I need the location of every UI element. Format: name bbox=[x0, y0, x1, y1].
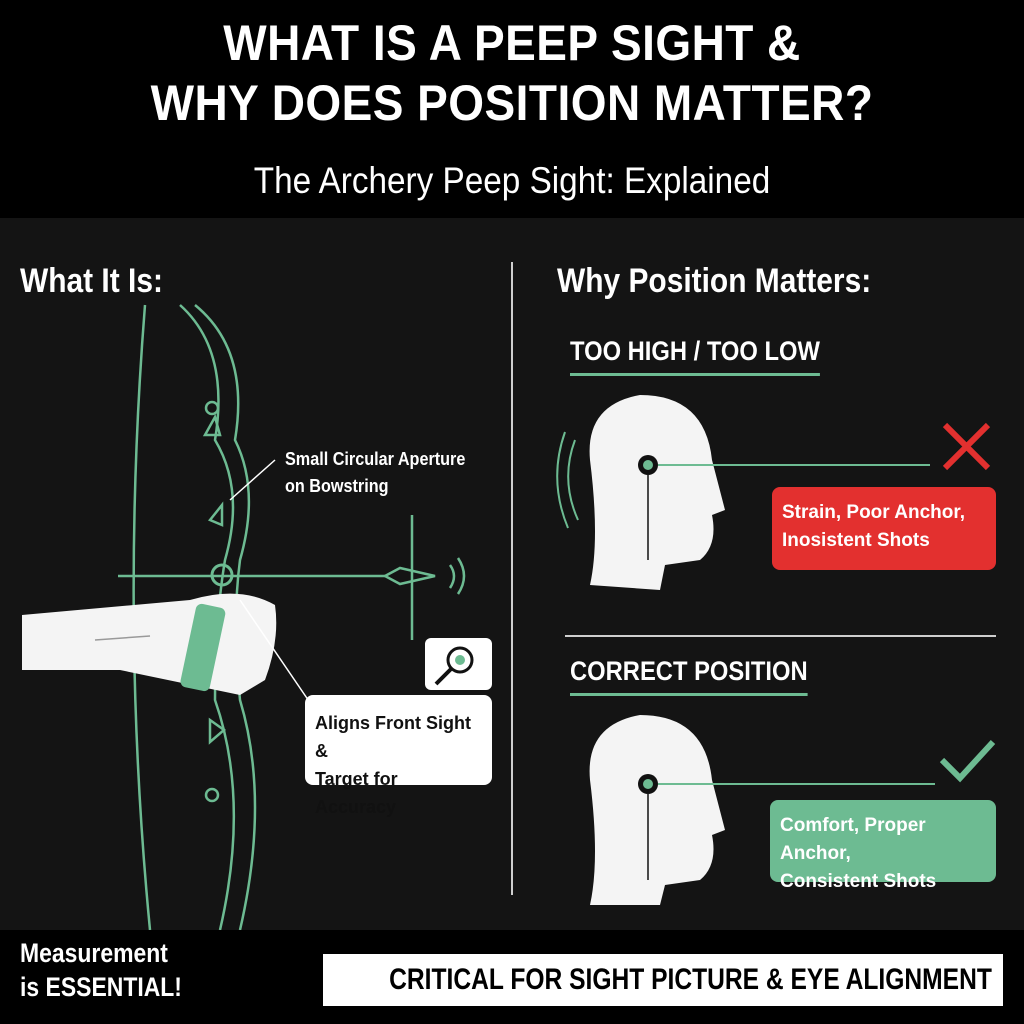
x-icon bbox=[942, 422, 991, 471]
align-leader-line bbox=[239, 599, 316, 711]
left-heading: What It Is: bbox=[20, 262, 163, 300]
aperture-callout: Small Circular Aperture on Bowstring bbox=[285, 446, 465, 500]
title-line-2: WHY DOES POSITION MATTER? bbox=[150, 75, 874, 131]
good-result-box: Comfort, Proper Anchor, Consistent Shots bbox=[770, 800, 996, 892]
too-high-low-label: TOO HIGH / TOO LOW bbox=[570, 336, 820, 376]
head-too-high-icon bbox=[556, 395, 930, 590]
right-heading: Why Position Matters: bbox=[557, 262, 872, 300]
note-line-1: Measurement bbox=[20, 938, 168, 968]
aperture-callout-line-2: on Bowstring bbox=[285, 476, 389, 496]
subtitle: The Archery Peep Sight: Explained bbox=[253, 160, 771, 201]
note-line-2: is ESSENTIAL! bbox=[20, 972, 182, 1002]
bad-result-line-2: Inosistent Shots bbox=[782, 530, 930, 551]
recurve-bow-icon bbox=[118, 304, 466, 931]
correct-position-label: CORRECT POSITION bbox=[570, 656, 808, 696]
align-callout-line-2: Target for Accuracy bbox=[315, 769, 398, 817]
bad-result-line-1: Strain, Poor Anchor, bbox=[782, 502, 965, 523]
check-icon bbox=[939, 739, 996, 783]
head-correct-icon bbox=[589, 715, 935, 905]
align-callout-line-1: Aligns Front Sight & bbox=[315, 713, 471, 761]
aperture-leader-line bbox=[229, 459, 276, 501]
critical-banner-text: CRITICAL FOR SIGHT PICTURE & EYE ALIGNME… bbox=[389, 963, 992, 996]
magnifier-icon bbox=[425, 638, 492, 690]
good-result-line-2: Consistent Shots bbox=[780, 871, 937, 892]
good-result-line-1: Comfort, Proper Anchor, bbox=[780, 815, 926, 864]
measurement-note: Measurement is ESSENTIAL! bbox=[20, 936, 182, 1004]
bad-result-box: Strain, Poor Anchor, Inosistent Shots bbox=[772, 487, 996, 570]
header bbox=[0, 0, 1024, 218]
critical-banner: CRITICAL FOR SIGHT PICTURE & EYE ALIGNME… bbox=[323, 954, 1003, 1006]
aperture-callout-line-1: Small Circular Aperture bbox=[285, 449, 466, 469]
align-callout: Aligns Front Sight & Target for Accuracy bbox=[305, 695, 492, 817]
hand-icon bbox=[22, 593, 277, 695]
title-line-1: WHAT IS A PEEP SIGHT & bbox=[223, 15, 801, 71]
